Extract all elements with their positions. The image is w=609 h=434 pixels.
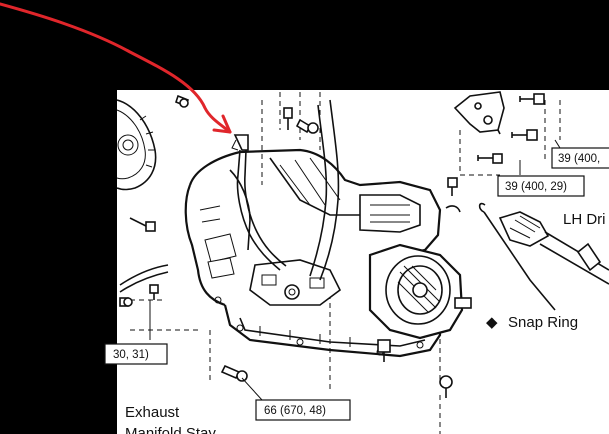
exhaust-label-line2: Manifold Stay bbox=[125, 425, 216, 434]
bolt-top-right-2 bbox=[511, 129, 538, 141]
mount-bracket bbox=[453, 91, 505, 135]
paper-scan bbox=[117, 90, 609, 434]
bolt-top-right-1 bbox=[519, 93, 545, 105]
bolt-mid-right bbox=[477, 153, 503, 164]
callout-left-text: 30, 31) bbox=[113, 349, 149, 361]
transaxle-body bbox=[184, 148, 442, 358]
dashed-leaders bbox=[130, 92, 561, 434]
bolt-left bbox=[129, 217, 156, 232]
red-annotation-arrow bbox=[0, 2, 232, 134]
snap-ring-label: Snap Ring bbox=[508, 314, 578, 331]
differential-housing bbox=[368, 243, 472, 362]
exhaust-label-line1: Exhaust bbox=[125, 404, 180, 421]
lh-drive-shaft bbox=[498, 211, 609, 285]
bolt-top-center bbox=[283, 107, 319, 134]
wheel-fragment bbox=[116, 99, 157, 191]
dipstick-tube bbox=[231, 134, 287, 271]
callout-39-mid: 39 (400, 29) bbox=[497, 175, 585, 197]
exhaust-stay bbox=[119, 264, 169, 307]
bolt-bottom-right bbox=[439, 375, 453, 398]
lh-drive-label: LH Dri bbox=[563, 211, 606, 228]
callout-39-top-text: 39 (400, bbox=[558, 153, 600, 165]
callout-39-top: 39 (400, bbox=[551, 147, 609, 169]
snap-ring-leader bbox=[478, 202, 556, 311]
callout-66: 66 (670, 48) bbox=[255, 399, 351, 421]
callout-66-text: 66 (670, 48) bbox=[264, 405, 326, 417]
bolt-right-small bbox=[445, 177, 461, 213]
oil-cooler-hose bbox=[309, 99, 340, 281]
callout-39-mid-text: 39 (400, 29) bbox=[505, 181, 567, 193]
bolt-bottom-left bbox=[220, 364, 248, 382]
bolt-top-left bbox=[175, 94, 189, 108]
snap-ring-marker: ◆ bbox=[486, 314, 498, 331]
callout-left: 30, 31) bbox=[104, 343, 168, 365]
